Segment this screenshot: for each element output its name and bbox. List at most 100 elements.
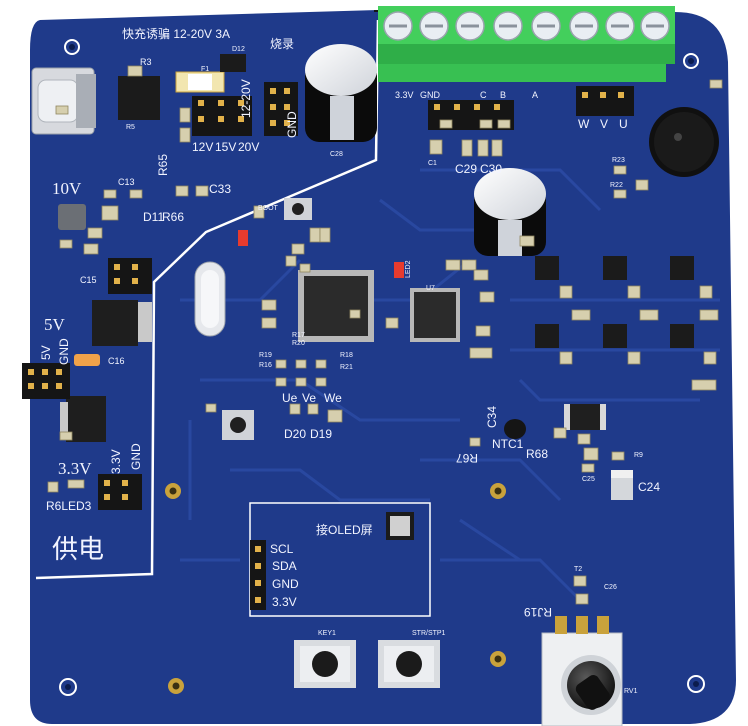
smd-part bbox=[475, 325, 491, 337]
v3-3-oled-label: 3.3V bbox=[272, 595, 297, 609]
c24-label: C24 bbox=[638, 480, 661, 494]
gnd-label-c: GND bbox=[129, 443, 143, 470]
smd-part bbox=[253, 205, 265, 219]
smd-part bbox=[445, 259, 461, 271]
r21-label: R21 bbox=[340, 364, 353, 371]
smd-part bbox=[461, 139, 473, 157]
f1-label: F1 bbox=[201, 66, 210, 73]
c13-label: C13 bbox=[118, 177, 135, 187]
v15-label: 15V bbox=[215, 140, 237, 154]
rj19-label: RJ19 bbox=[524, 605, 553, 619]
inductor-10v bbox=[58, 204, 86, 230]
terminal-b-label: B bbox=[500, 90, 507, 100]
capacitor-c28 bbox=[305, 44, 377, 142]
header-pin bbox=[114, 264, 120, 270]
we-label: We bbox=[324, 391, 342, 405]
header-pin bbox=[104, 480, 110, 486]
header-pin bbox=[28, 369, 34, 375]
terminal-gnd-label: GND bbox=[420, 90, 440, 100]
smd-part bbox=[581, 463, 595, 473]
smd-part bbox=[497, 119, 511, 129]
smd-part bbox=[59, 239, 73, 249]
ntc1-label: NTC1 bbox=[492, 437, 524, 451]
v20-label: 20V bbox=[238, 140, 260, 154]
supply-label: 供电 bbox=[52, 534, 105, 564]
smd-part bbox=[469, 437, 481, 447]
terminal-a-label: A bbox=[532, 90, 539, 100]
header-pin bbox=[618, 92, 624, 98]
str-stp1-label: STR/STP1 bbox=[412, 630, 446, 637]
c1-label: C1 bbox=[428, 160, 437, 167]
d12-label: D12 bbox=[232, 46, 245, 53]
c25-label: C25 bbox=[582, 476, 595, 483]
smd-part bbox=[385, 317, 399, 329]
crystal-oscillator bbox=[194, 261, 226, 337]
shunt-resistor bbox=[564, 404, 606, 430]
d11-label: D11 bbox=[143, 210, 165, 224]
jumper-pin bbox=[198, 100, 204, 106]
c26-label: C26 bbox=[604, 584, 617, 591]
mounting-holes bbox=[59, 39, 705, 696]
scl-label: SCL bbox=[270, 542, 294, 556]
smd-part bbox=[571, 309, 591, 321]
smd-part bbox=[477, 139, 489, 157]
c28-label: C28 bbox=[330, 151, 343, 158]
c15-label: C15 bbox=[80, 275, 97, 285]
v5-label: 5V bbox=[44, 315, 65, 334]
gnd-oled-label: GND bbox=[272, 577, 299, 591]
smd-part bbox=[285, 255, 297, 267]
smd-part bbox=[261, 317, 277, 329]
smd-part bbox=[179, 107, 191, 123]
header-pin bbox=[122, 480, 128, 486]
header-pin bbox=[42, 369, 48, 375]
smd-part bbox=[491, 139, 503, 157]
burn-pin bbox=[270, 120, 276, 126]
v10-label: 10V bbox=[52, 179, 82, 198]
mcu-chip bbox=[298, 270, 374, 342]
smd-part bbox=[479, 291, 495, 303]
capacitor-c30 bbox=[474, 168, 546, 256]
phase-v-label: V bbox=[600, 117, 609, 131]
driver-chip-u7 bbox=[410, 288, 460, 342]
burn-pin bbox=[284, 120, 290, 126]
c30-label: C30 bbox=[480, 162, 503, 176]
burn-pin bbox=[284, 88, 290, 94]
header-pin bbox=[28, 383, 34, 389]
header-pin bbox=[132, 264, 138, 270]
header-pins bbox=[28, 88, 624, 603]
smd-part bbox=[699, 309, 719, 321]
smd-part bbox=[575, 593, 589, 605]
smd-part bbox=[295, 359, 307, 369]
key1-label: KEY1 bbox=[318, 630, 336, 637]
smd-part bbox=[289, 403, 301, 415]
r3-label: R3 bbox=[140, 57, 152, 67]
regulator-3v3 bbox=[60, 396, 106, 442]
jumper-pin bbox=[198, 116, 204, 122]
smd-part bbox=[319, 227, 331, 243]
smd-part bbox=[307, 403, 319, 415]
burn-pin bbox=[270, 104, 276, 110]
gnd-label-a: GND bbox=[285, 111, 299, 138]
c34-label: C34 bbox=[485, 405, 499, 428]
power-section-outline bbox=[35, 19, 380, 580]
terminal-3v3-label: 3.3V bbox=[395, 90, 414, 100]
jumper-pin bbox=[238, 100, 244, 106]
smd-part bbox=[573, 575, 587, 587]
smd-part bbox=[691, 379, 717, 391]
smd-part bbox=[299, 263, 311, 273]
oled-header-pin bbox=[255, 563, 261, 569]
smd-part bbox=[439, 119, 453, 129]
smd-part bbox=[577, 433, 591, 445]
smd-part bbox=[129, 189, 143, 199]
smd-part bbox=[559, 285, 573, 299]
smd-part bbox=[295, 377, 307, 387]
d20-label: D20 bbox=[284, 427, 307, 441]
smd-part bbox=[67, 479, 85, 489]
header-pin bbox=[104, 494, 110, 500]
smd-part bbox=[699, 285, 713, 299]
capacitor-c24 bbox=[611, 470, 633, 500]
smd-part bbox=[83, 243, 99, 255]
r16-label: R16 bbox=[259, 362, 272, 369]
smd-part bbox=[291, 243, 305, 255]
